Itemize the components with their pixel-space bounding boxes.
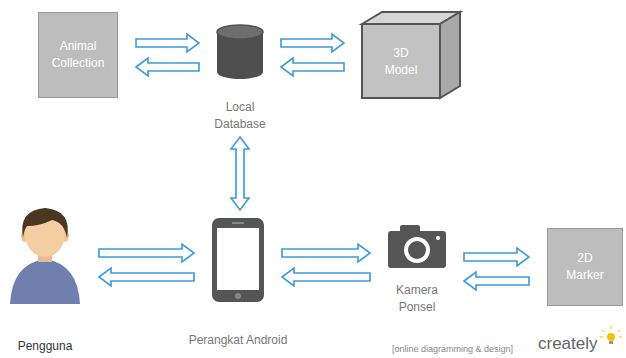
device-node: Perangkat Android — [178, 218, 298, 349]
node-label: Kamera Ponsel — [387, 282, 447, 316]
user-node: Pengguna — [0, 212, 90, 355]
marker-box: 2D Marker — [547, 228, 623, 306]
camera-icon — [388, 225, 446, 268]
database-node: Local Database — [200, 25, 280, 133]
icon-area — [212, 218, 264, 302]
camera-lens-ring — [404, 237, 430, 263]
flow-arrow — [282, 244, 370, 286]
node-label: Pengguna — [18, 338, 73, 355]
camera-body — [388, 231, 446, 268]
phone-button — [235, 293, 241, 299]
node-label: 2D Marker — [560, 250, 610, 284]
flow-arrow — [464, 248, 529, 290]
cube-icon — [362, 12, 460, 98]
bulb-icon — [600, 326, 622, 344]
model-cube: 3D Model — [362, 12, 460, 100]
person-hair — [22, 208, 68, 238]
collection-box: Animal Collection — [38, 12, 118, 98]
node-label: Perangkat Android — [189, 332, 288, 349]
phone-icon — [212, 218, 264, 302]
database-icon — [217, 25, 263, 79]
person-icon — [10, 208, 80, 304]
watermark-note: [online diagramming & design] — [392, 344, 513, 354]
phone-body — [212, 218, 264, 302]
camera-node: Kamera Ponsel — [377, 222, 457, 316]
bulb-glass — [607, 333, 615, 341]
bulb-rays — [600, 326, 622, 337]
bulb-base — [609, 341, 613, 344]
flow-arrow — [136, 34, 199, 76]
cylinder-body — [217, 25, 263, 79]
icon-area — [217, 25, 263, 79]
watermark-logo: creately — [538, 334, 598, 354]
flow-arrow — [281, 34, 344, 76]
cube-side — [440, 12, 460, 98]
cylinder-top — [217, 25, 263, 39]
flow-arrow — [231, 137, 249, 210]
node-label: 3D Model — [379, 45, 423, 79]
phone-screen — [217, 228, 259, 290]
cube-front — [362, 24, 440, 98]
camera-lens — [408, 241, 426, 259]
flow-arrow — [99, 244, 194, 286]
person-shirt — [10, 259, 80, 304]
node-label: Animal Collection — [43, 38, 113, 72]
icon-area — [388, 222, 446, 268]
icon-area — [9, 212, 81, 304]
node-label: Local Database — [210, 99, 270, 133]
phone-speaker — [232, 222, 244, 224]
camera-flash — [436, 236, 440, 240]
